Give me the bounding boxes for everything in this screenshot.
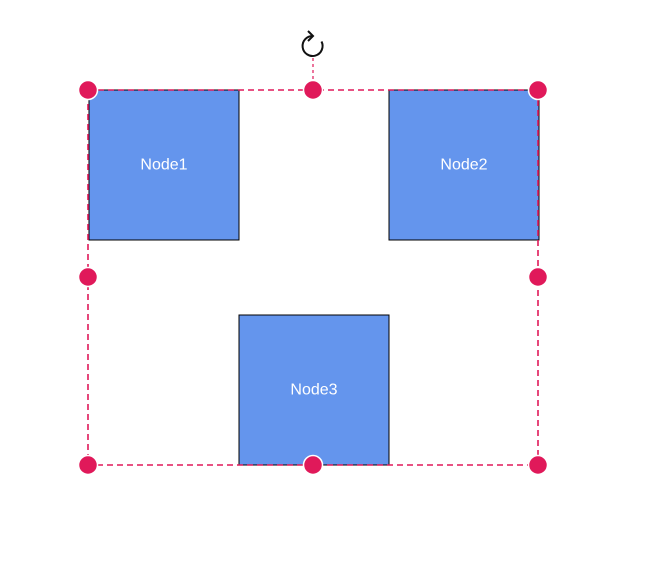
node-node3[interactable]: Node3	[238, 314, 390, 466]
resize-handle-middle-right[interactable]	[527, 266, 549, 288]
node2-label: Node2	[440, 157, 487, 174]
node-node2[interactable]: Node2	[388, 89, 540, 241]
node3-label: Node3	[290, 382, 337, 399]
node2-shape[interactable]	[388, 89, 540, 241]
resize-handle-bottom-right[interactable]	[527, 454, 549, 476]
node3-shape[interactable]	[238, 314, 390, 466]
node-node1[interactable]: Node1	[88, 89, 240, 241]
node1-shape[interactable]	[88, 89, 240, 241]
resize-handle-top-left[interactable]	[77, 79, 99, 101]
node1-label: Node1	[140, 157, 187, 174]
resize-handle-bottom-left[interactable]	[77, 454, 99, 476]
rotate-icon[interactable]	[301, 30, 324, 57]
resize-handle-bottom-center[interactable]	[302, 454, 324, 476]
resize-handle-middle-left[interactable]	[77, 266, 99, 288]
resize-handle-top-right[interactable]	[527, 79, 549, 101]
resize-handle-top-center[interactable]	[302, 79, 324, 101]
